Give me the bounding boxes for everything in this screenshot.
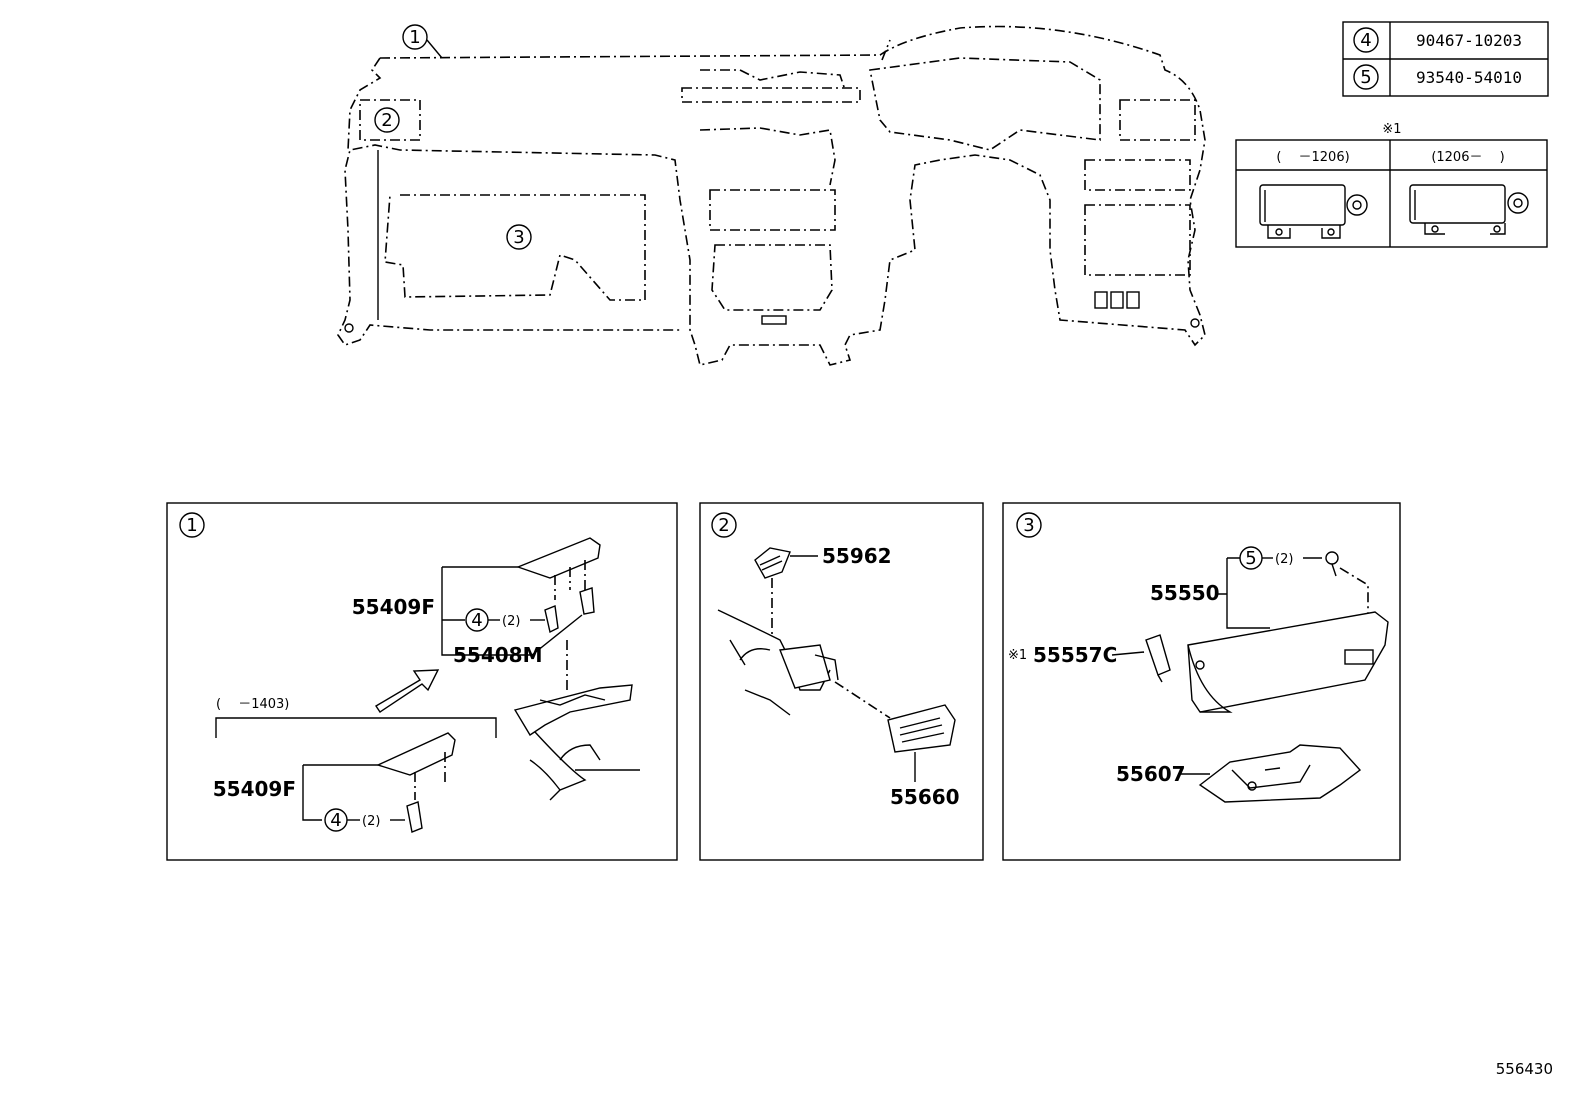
svg-text:(2): (2)	[362, 814, 380, 829]
damper-late-icon	[1409, 184, 1529, 235]
label-55408M: 55408M	[453, 643, 542, 667]
svg-text:5: 5	[1360, 67, 1371, 88]
glovebox-door-icon	[1187, 611, 1389, 713]
label-55550: 55550	[1150, 581, 1220, 605]
qty-callout-4-upper: 4 (2)	[465, 608, 545, 632]
side-pad-lower-icon	[376, 732, 456, 833]
range-label-1403: ( －1403)	[216, 697, 289, 712]
label-55409F-lower: 55409F	[213, 777, 296, 801]
part-number-90467: 90467-10203	[1416, 31, 1522, 50]
panel-2-ref: 2	[718, 515, 729, 536]
fastener-row-4: 4 90467-10203	[1353, 27, 1522, 53]
svg-text:(2): (2)	[1275, 552, 1293, 567]
note-marker: ※1	[1382, 122, 1401, 137]
dashboard-fragment-icon	[513, 684, 640, 801]
detail-panel-3: 3 5 (2) 55550 ※1 55557C 55607	[1002, 502, 1401, 861]
label-55557C: 55557C	[1033, 643, 1117, 667]
qty-callout-5: 5 (2)	[1239, 546, 1322, 570]
svg-text:4: 4	[471, 610, 482, 631]
dashboard-outline	[337, 25, 1206, 366]
side-vent-icon	[754, 547, 791, 579]
svg-text:1: 1	[409, 27, 420, 48]
dash-housing-icon	[717, 609, 839, 716]
diagram-id: 556430	[1496, 1060, 1553, 1078]
fastener-table: 4 90467-10203 5 93540-54010	[1342, 21, 1549, 97]
overview-callout-3: 3	[506, 224, 532, 250]
panel-3-ref: 3	[1023, 515, 1034, 536]
center-vent-icon	[887, 704, 956, 753]
svg-text:4: 4	[1360, 30, 1371, 51]
variant-col-late: (1206－ )	[1431, 150, 1504, 165]
svg-text:(2): (2)	[502, 614, 520, 629]
svg-text:2: 2	[381, 110, 392, 131]
detail-panel-2: 2 55962 55660	[699, 502, 984, 861]
label-55607: 55607	[1116, 762, 1186, 786]
direction-arrow-icon	[375, 669, 440, 713]
detail-panel-1: 1 55409F 4 (2) 55408M	[166, 502, 678, 861]
overview-callout-2: 2	[374, 107, 400, 133]
label-55660: 55660	[890, 785, 960, 809]
damper-icon	[1145, 634, 1171, 683]
svg-text:5: 5	[1245, 548, 1256, 569]
variant-table: ※1 ( －1206) (1206－ )	[1235, 122, 1548, 248]
panel-1-ref: 1	[186, 515, 197, 536]
qty-callout-4-lower: 4 (2)	[324, 808, 405, 832]
svg-text:3: 3	[513, 227, 524, 248]
side-pad-upper-icon	[515, 537, 601, 634]
svg-text:4: 4	[330, 810, 341, 831]
lower-panel-icon	[1198, 744, 1362, 803]
overview-callout-1: 1	[402, 24, 443, 59]
fastener-row-5: 5 93540-54010	[1353, 64, 1522, 90]
damper-early-icon	[1259, 184, 1368, 239]
label-55962: 55962	[822, 544, 892, 568]
part-number-93540: 93540-54010	[1416, 68, 1522, 87]
label-55409F-upper: 55409F	[352, 595, 435, 619]
damper-note: ※1	[1008, 648, 1027, 663]
screw-icon	[1325, 551, 1339, 577]
variant-col-early: ( －1206)	[1276, 150, 1349, 165]
